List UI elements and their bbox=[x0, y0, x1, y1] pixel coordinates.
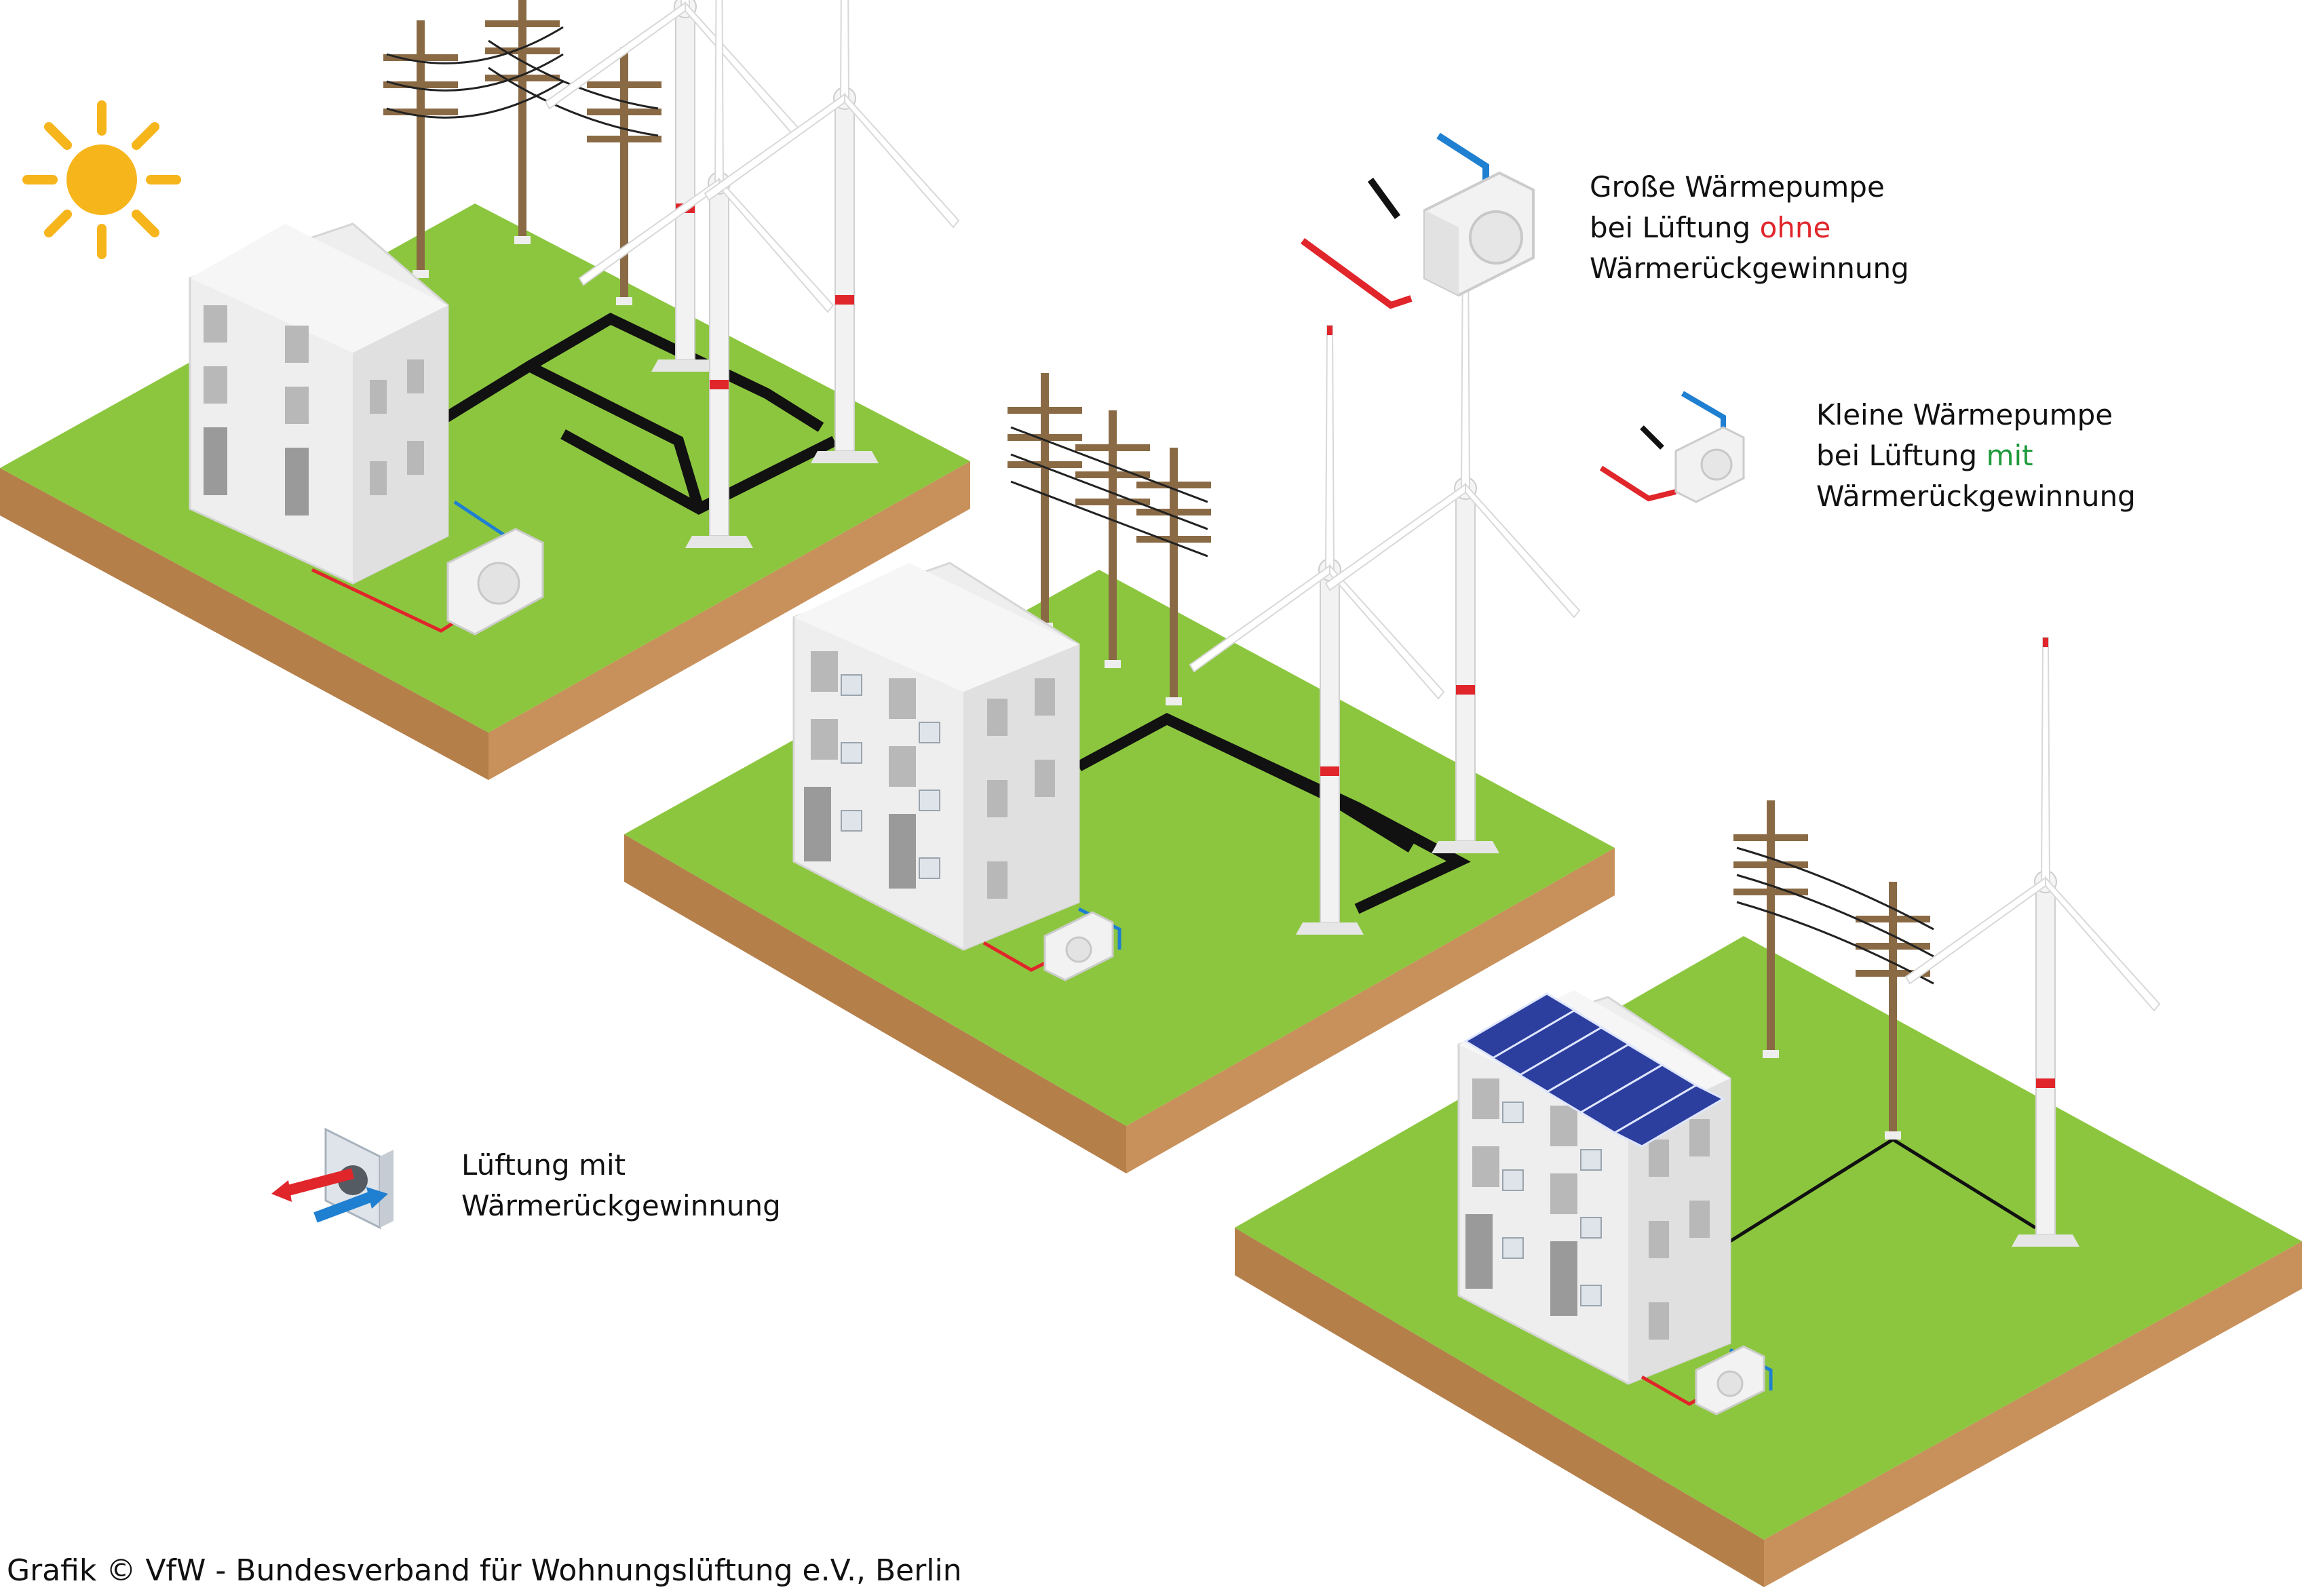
legend-large-pump-highlight: ohne bbox=[1759, 211, 1831, 244]
legend-ventilation-line2: Wärmerückgewinnung bbox=[461, 1189, 781, 1222]
small-heat-pump-icon bbox=[1641, 1345, 1773, 1416]
tile-1-soil-right bbox=[488, 461, 970, 780]
tile-1-soil-left bbox=[0, 468, 488, 780]
tile-3-soil-left bbox=[1235, 1228, 1764, 1587]
ventilation-unit-icon bbox=[841, 674, 940, 879]
legend-large-heat-pump-icon bbox=[1301, 132, 1535, 309]
tile-3-soil-right bbox=[1764, 1241, 2302, 1587]
grid-cable bbox=[1076, 713, 1471, 914]
legend-large-pump-line2: bei Lüftung ohne bbox=[1590, 208, 1909, 248]
legend-small-pump-line1: Kleine Wärmepumpe bbox=[1816, 398, 2113, 431]
solar-scenario bbox=[1235, 637, 2302, 1587]
tile-2-soil-right bbox=[1126, 848, 1615, 1173]
legend-small-heat-pump-icon bbox=[1599, 391, 1745, 503]
legend-large-pump-prefix: bei Lüftung bbox=[1590, 211, 1760, 244]
ventilation-unit-icon bbox=[1502, 1102, 1602, 1306]
legend-large-pump-line3: Wärmerückgewinnung bbox=[1590, 252, 1909, 285]
legend-ventilation-line1: Lüftung mit bbox=[461, 1148, 626, 1182]
legend-small-pump-line2: bei Lüftung mit bbox=[1816, 435, 2136, 476]
legend-small-pump-line3: Wärmerückgewinnung bbox=[1816, 480, 2136, 513]
apartment-building bbox=[792, 562, 1080, 951]
apartment-building bbox=[189, 222, 449, 585]
small-heat-pump-icon bbox=[982, 907, 1121, 981]
grid-cable bbox=[1729, 1137, 2037, 1243]
sun-icon bbox=[22, 100, 181, 259]
legend-small-pump-text: Kleine Wärmepumpe bei Lüftung mit Wärmer… bbox=[1816, 395, 2136, 517]
small-pump-scenario bbox=[624, 244, 1615, 1173]
power-lines bbox=[1736, 846, 1934, 985]
large-pump-scenario bbox=[0, 0, 970, 780]
power-lines bbox=[1010, 426, 1208, 558]
solar-panels bbox=[1463, 992, 1726, 1148]
legend-ventilation-text: Lüftung mit Wärmerückgewinnung bbox=[461, 1145, 781, 1226]
tile-2-soil-left bbox=[624, 834, 1126, 1173]
legend-large-pump-text: Große Wärmepumpe bei Lüftung ohne Wärmer… bbox=[1590, 167, 1909, 289]
legend-small-pump-prefix: bei Lüftung bbox=[1816, 439, 1987, 472]
legend-small-pump-highlight: mit bbox=[1986, 439, 2033, 472]
image-credit: Grafik © VfW - Bundesverband für Wohnung… bbox=[7, 1553, 962, 1588]
large-heat-pump-icon bbox=[311, 500, 544, 636]
legend-ventilation-icon bbox=[271, 1127, 394, 1230]
legend-large-pump-line1: Große Wärmepumpe bbox=[1590, 170, 1885, 203]
